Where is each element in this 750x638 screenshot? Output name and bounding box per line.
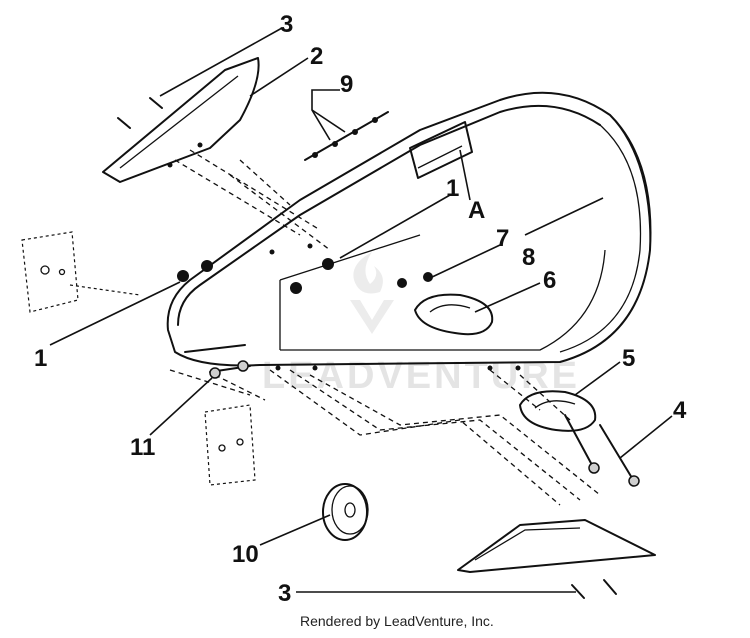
slotted-bracket-upper [414,293,494,336]
callout-6: 6 [543,267,556,294]
callout-2: 2 [310,43,323,70]
pulley-wheel [322,483,369,541]
hinge-strip [304,111,389,161]
belt-guard-housing [166,91,652,367]
upper-shield [102,57,260,183]
slotted-bracket-lower [519,390,597,432]
long-bolts [564,414,640,487]
callout-10: 10 [232,541,259,568]
watermark: LEADVENTURE [262,252,577,397]
callout-1-upper: 1 [446,175,459,202]
callout-1-left: 1 [34,345,47,372]
callout-5: 5 [622,345,635,372]
screws-upper [117,97,163,129]
lower-shield [457,519,656,573]
callout-a: A [468,197,485,224]
callout-3-top: 3 [280,11,293,38]
callout-labels: 3 2 9 1 A 7 8 6 1 5 4 11 10 3 [34,11,687,607]
callout-9: 9 [340,71,353,98]
left-bracket [21,231,79,313]
callout-3-bottom: 3 [278,580,291,607]
nuts [177,243,521,371]
callout-8: 8 [522,244,535,271]
pivot-rod [184,344,251,379]
leader-lines [49,27,673,593]
decal-plate [409,121,473,179]
callout-11: 11 [130,434,155,461]
callout-7: 7 [496,225,509,252]
lower-left-bracket [204,404,256,486]
render-credit: Rendered by LeadVenture, Inc. [300,613,494,629]
callout-4: 4 [673,397,687,424]
screws-lower [571,579,617,599]
